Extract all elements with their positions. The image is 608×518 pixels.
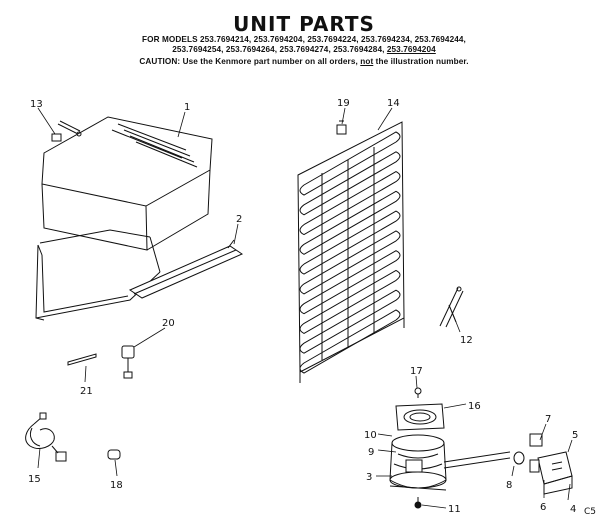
corner-code: C5 (584, 507, 596, 517)
callout-12: 12 (460, 335, 473, 346)
page-title: UNIT PARTS (233, 12, 375, 36)
callout-19: 19 (337, 98, 350, 109)
leader-lines (37, 107, 573, 509)
callout-14: 14 (387, 98, 400, 109)
part-1-evaporator (35, 116, 213, 321)
caution-text-b: the illustration number. (375, 57, 469, 66)
callout-2: 2 (236, 214, 242, 225)
condenser-tube-loop (299, 210, 401, 275)
models-line-2-text: 253.7694254, 253.7694264, 253.7694274, 2… (172, 45, 385, 54)
condenser-tube-loop (299, 250, 401, 315)
condenser-tube-loop (299, 171, 401, 236)
callout-10: 10 (364, 430, 377, 441)
caution-text-a: CAUTION: Use the Kenmore part number on … (139, 57, 358, 66)
part-11-mount (414, 497, 422, 509)
condenser-tube-loop (299, 230, 401, 295)
callout-7: 7 (545, 414, 551, 425)
callout-4: 4 (570, 504, 576, 515)
part-21-strip (67, 353, 97, 366)
part-15-power-cord (25, 412, 67, 462)
callout-17: 17 (410, 366, 423, 377)
callout-6: 6 (540, 502, 546, 513)
callout-labels: 13 1 2 19 14 12 20 21 15 18 17 16 10 9 3… (28, 98, 596, 517)
condenser-tube-loop (299, 190, 401, 255)
condenser-tube-loop (299, 269, 401, 334)
part-13-clip (51, 120, 82, 142)
part-19-clip (336, 120, 347, 135)
callout-1: 1 (184, 102, 190, 113)
callout-3: 3 (366, 472, 372, 483)
caution-line: CAUTION: Use the Kenmore part number on … (0, 57, 608, 66)
part-2-trim-strip (128, 239, 244, 299)
part-18-grommet (107, 449, 121, 460)
caution-not: not (360, 57, 374, 66)
callout-11: 11 (448, 504, 461, 515)
callout-5: 5 (572, 430, 578, 441)
callout-13: 13 (30, 99, 43, 110)
models-line-2: 253.7694254, 253.7694264, 253.7694274, 2… (0, 45, 608, 54)
callout-20: 20 (162, 318, 175, 329)
part-12-drier (439, 286, 464, 328)
callout-9: 9 (368, 447, 374, 458)
models-line-2-underlined: 253.7694204 (386, 45, 436, 54)
part-14-condenser (297, 121, 405, 383)
part-16-tray (395, 403, 445, 431)
condenser-tube-loop (299, 309, 401, 374)
callout-15: 15 (28, 474, 41, 485)
callout-8: 8 (506, 480, 512, 491)
part-20-relay (121, 345, 135, 379)
condenser-tube-loop (299, 151, 401, 216)
callout-21: 21 (80, 386, 93, 397)
callout-16: 16 (468, 401, 481, 412)
models-line-1: FOR MODELS 253.7694214, 253.7694204, 253… (142, 35, 466, 44)
part-17-screw (414, 387, 422, 398)
condenser-tube-loop (299, 289, 401, 354)
part-4-7-relay-assembly (513, 433, 573, 495)
part-3-compressor (389, 434, 511, 491)
callout-18: 18 (110, 480, 123, 491)
condenser-tube-loop (299, 131, 401, 196)
